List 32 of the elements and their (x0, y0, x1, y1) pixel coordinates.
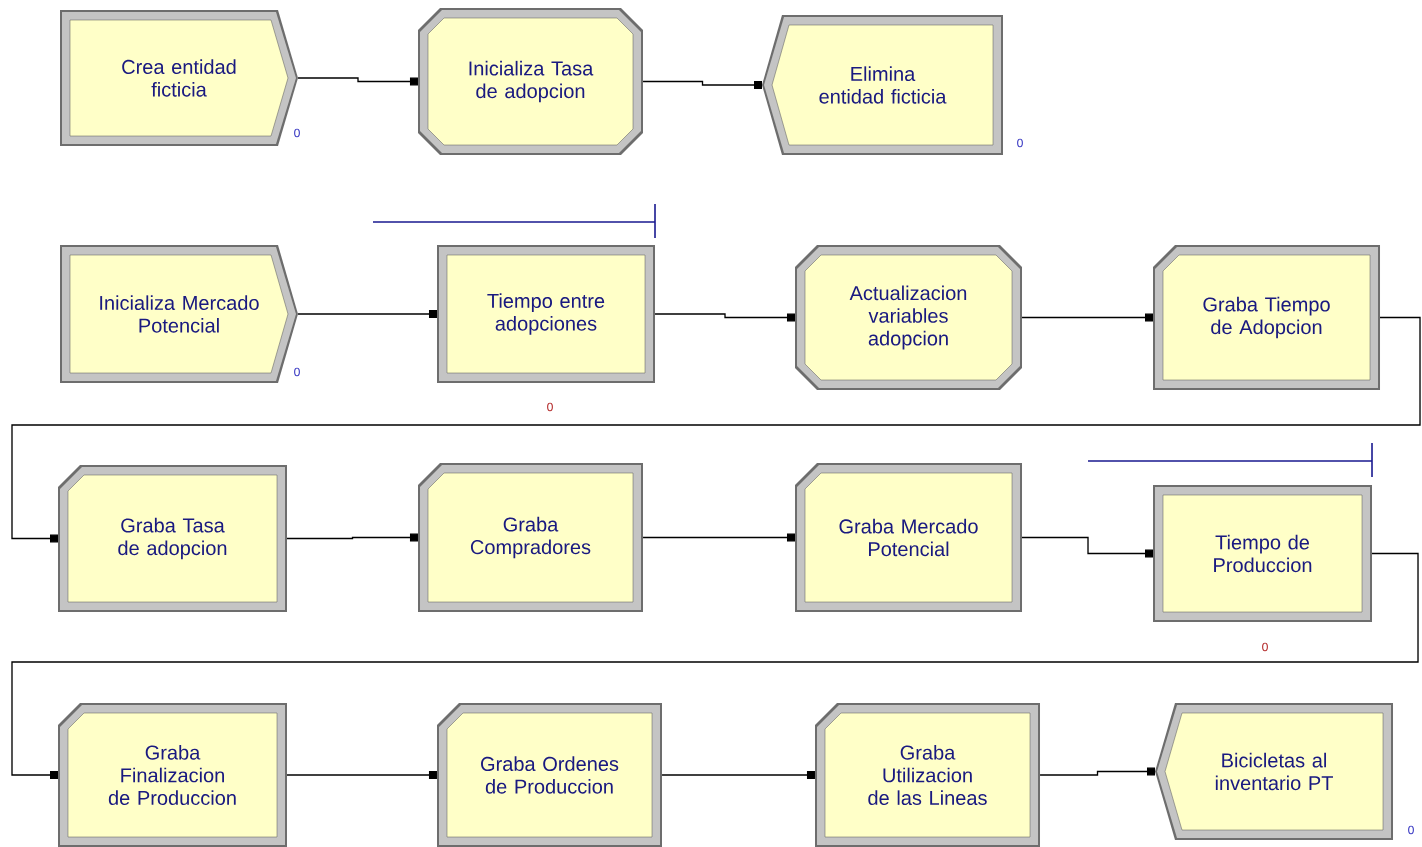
module-box: Graba Utilizacion de las Lineas (815, 703, 1040, 847)
connector (286, 533, 418, 542)
connector (297, 310, 437, 318)
module-box: Graba Ordenes de Produccion (437, 703, 662, 847)
connector (661, 771, 815, 779)
connector (1021, 536, 1153, 558)
counter: 0 (294, 128, 300, 138)
connector (297, 77, 418, 86)
module-box: Tiempo entre adopciones (437, 245, 655, 383)
module-box: Graba Tiempo de Adopcion (1153, 245, 1380, 390)
counter: 0 (1017, 138, 1023, 148)
connector (654, 313, 795, 322)
module-box: Elimina entidad ficticia (762, 15, 1003, 155)
connector (642, 80, 762, 89)
module-box: Tiempo de Produccion (1153, 485, 1372, 622)
module-box: Graba Tasa de adopcion (58, 465, 287, 612)
counter: 0 (1262, 642, 1268, 652)
module-box: Bicicletas al inventario PT (1155, 703, 1393, 840)
connector (1021, 313, 1153, 322)
connector (1039, 767, 1155, 776)
connector (11, 552, 1419, 779)
module-box: Actualizacion variables adopcion (795, 245, 1022, 390)
counter: 0 (1408, 825, 1414, 835)
module-box: Graba Finalizacion de Produccion (58, 703, 287, 847)
module-box: Inicializa Tasa de adopcion (418, 8, 643, 155)
module-box: Graba Mercado Potencial (795, 463, 1022, 612)
connector (11, 316, 1421, 543)
connector (642, 533, 795, 542)
counter: 0 (547, 402, 553, 412)
module-box: Graba Compradores (418, 463, 643, 612)
connector (286, 771, 437, 779)
counter: 0 (294, 367, 300, 377)
